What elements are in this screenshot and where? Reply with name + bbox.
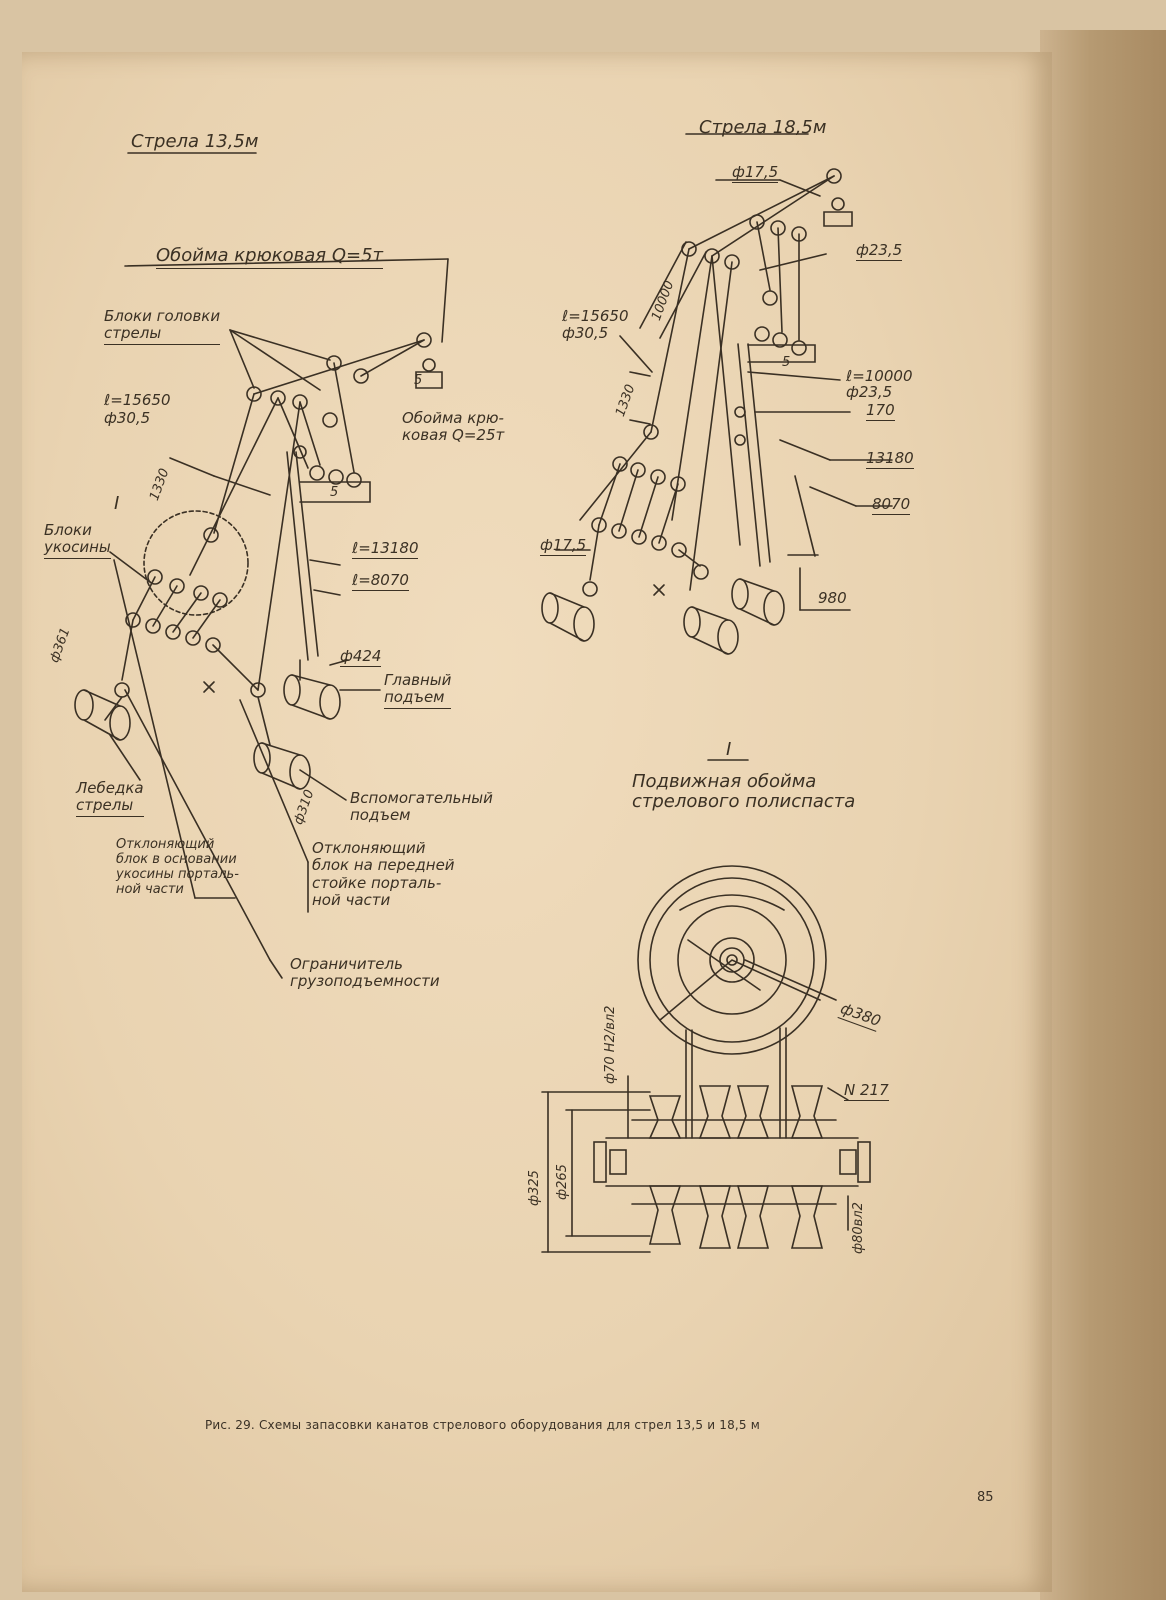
main-lift-label: Главный подъем <box>384 671 452 709</box>
main-drum-dia: ф424 <box>340 647 382 668</box>
right-dia-17-5-top: ф17,5 <box>732 163 779 184</box>
hook-block-25t-line-2: ковая Q=25т <box>402 426 505 445</box>
boom-winch-label: Лебедка стрелы <box>76 779 144 817</box>
right-reeving-scheme <box>541 133 893 655</box>
right-len-10000-dia: ф23,5 <box>846 383 893 401</box>
detail-bearing: N 217 <box>844 1081 889 1102</box>
left-scheme-title: Стрела 13,5м <box>131 131 259 152</box>
page-number: 85 <box>977 1490 994 1505</box>
detail-title-line-1: Подвижная обойма <box>632 771 817 792</box>
hook-25t-mark: 5 <box>330 485 339 500</box>
brace-sheaves <box>109 551 228 653</box>
left-reeving-scheme <box>74 152 449 979</box>
detail-dia-265: ф265 <box>555 1164 570 1200</box>
boom-winch-line-2: стрелы <box>76 796 134 815</box>
main-lift-drum <box>283 674 341 720</box>
hook-block-5t-label: Обойма крюковая Q=5т <box>156 245 384 269</box>
brace-blocks-label: Блоки укосины <box>44 521 111 559</box>
right-dim-8070: 8070 <box>872 495 911 516</box>
left-len-8070: ℓ=8070 <box>352 571 409 592</box>
left-detail-marker: I <box>114 493 120 514</box>
detail-title: Подвижная обойма стрелового полиспаста <box>632 772 855 812</box>
book-page-edges <box>1040 30 1166 1600</box>
detail-dia-70: ф70 H2/вл2 <box>603 1005 618 1084</box>
aux-lift-line-2: подъем <box>350 806 411 825</box>
deflect-front-line-3: стойке порталь- <box>312 873 442 892</box>
right-hook-mark: 5 <box>782 355 791 370</box>
right-dia-23-5: ф23,5 <box>856 241 903 262</box>
detail-marker: I <box>726 739 732 760</box>
load-limiter-line-1: Ограничитель <box>290 955 403 973</box>
figure-caption: Рис. 29. Схемы запасовки канатов стрелов… <box>205 1418 761 1432</box>
boom-winch-drum <box>74 689 131 741</box>
aux-lift-label: Вспомогательный подъем <box>350 789 493 825</box>
boom-head-blocks-line-2: стрелы <box>104 324 162 343</box>
aux-lift-line-1: Вспомогательный <box>350 789 493 807</box>
book-page <box>22 52 1052 1592</box>
deflect-front-line-1: Отклоняющий <box>312 839 426 857</box>
boom-head-blocks-line-1: Блоки головки <box>104 307 221 325</box>
right-dia-17-5: ф17,5 <box>540 536 587 557</box>
right-rope-dia: ф30,5 <box>562 324 609 342</box>
brace-blocks-line-1: Блоки <box>44 521 92 539</box>
detail-title-line-2: стрелового полиспаста <box>632 790 856 812</box>
right-dim-13180: 13180 <box>866 449 914 470</box>
deflect-base-line-4: ной части <box>116 881 184 897</box>
right-scheme-title: Стрела 18,5м <box>699 117 827 138</box>
deflect-front-label: Отклоняющий блок на передней стойке порт… <box>312 839 455 909</box>
right-rope-length: ℓ=15650 <box>562 307 629 325</box>
sheave-stack <box>648 1085 824 1249</box>
deflect-base-label: Отклоняющий блок в основании укосины пор… <box>116 837 239 898</box>
hook-5t-mark: 5 <box>414 373 423 388</box>
right-dim-980: 980 <box>818 589 847 607</box>
hook-block-25t-label: Обойма крю- ковая Q=25т <box>402 409 505 445</box>
right-drums <box>541 578 785 655</box>
main-lift-line-1: Главный <box>384 671 452 689</box>
right-dim-170: 170 <box>866 401 895 422</box>
detail-dia-325: ф325 <box>527 1170 542 1206</box>
aux-lift-drum <box>253 742 311 790</box>
brace-blocks-line-2: укосины <box>44 538 111 557</box>
main-lift-line-2: подъем <box>384 688 445 707</box>
left-len-13180: ℓ=13180 <box>352 539 419 560</box>
right-brace-sheaves <box>579 431 687 558</box>
hook-block-25t-sheaves <box>299 412 371 503</box>
load-limiter-line-2: грузоподъемности <box>290 972 440 991</box>
deflect-base-line-3: укосины порталь- <box>116 866 239 882</box>
hook-block-25t-line-1: Обойма крю- <box>402 409 504 427</box>
left-rope-dia: ф30,5 <box>104 409 151 427</box>
left-rope-length: ℓ=15650 <box>104 391 171 409</box>
deflect-front-line-4: ной части <box>312 890 391 909</box>
boom-head-blocks-label: Блоки головки стрелы <box>104 307 221 345</box>
deflect-front-line-2: блок на передней <box>312 856 455 875</box>
right-len-10000: ℓ=10000 <box>846 367 913 385</box>
deflect-base-line-1: Отклоняющий <box>116 837 215 852</box>
detail-dia-80: ф80вл2 <box>851 1202 866 1254</box>
boom-winch-line-1: Лебедка <box>76 779 144 797</box>
right-hook-block-sheaves <box>747 290 816 363</box>
deflect-base-line-2: блок в основании <box>116 851 237 867</box>
moving-block-detail <box>541 759 871 1253</box>
load-limiter-label: Ограничитель грузоподъемности <box>290 955 440 991</box>
